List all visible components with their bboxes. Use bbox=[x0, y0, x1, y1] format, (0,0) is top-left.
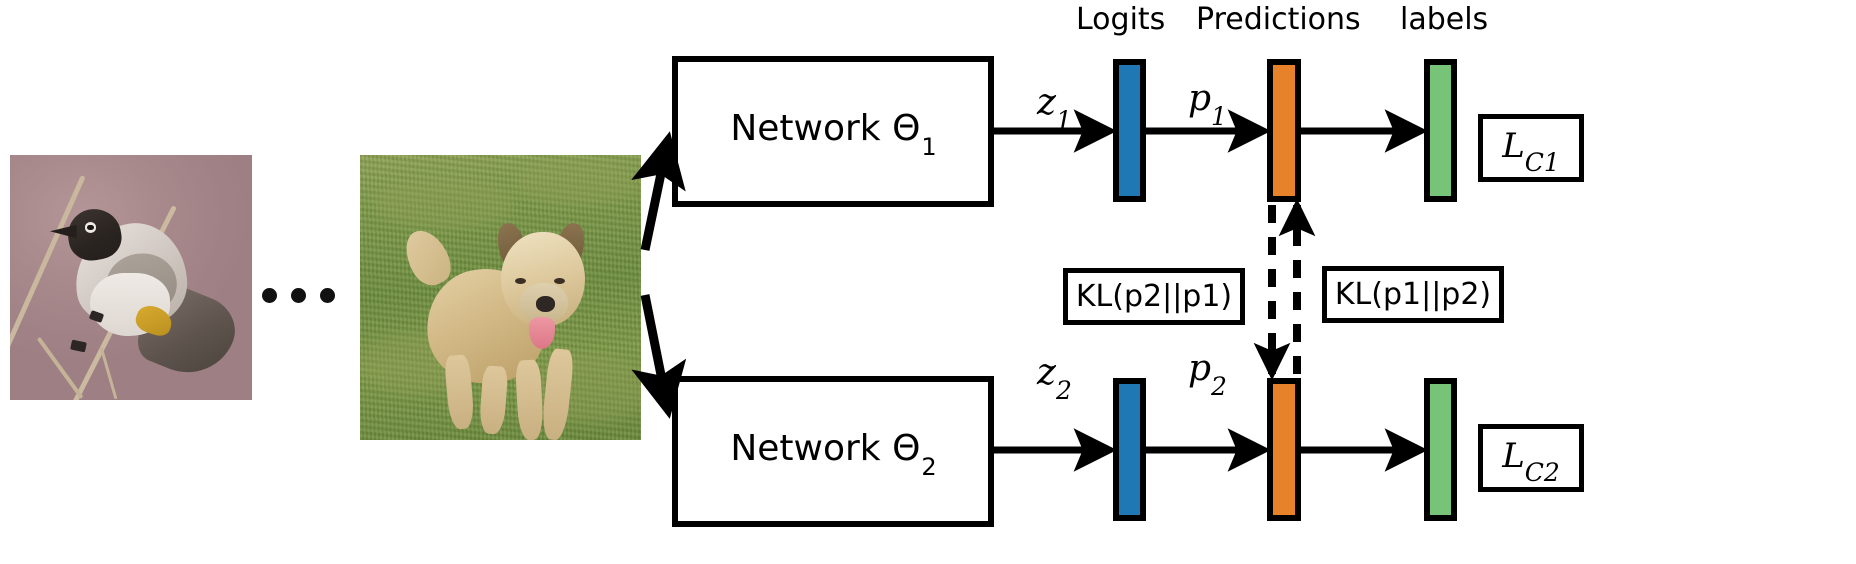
predictions-bar-1 bbox=[1267, 59, 1301, 202]
prediction-label-2: p2 bbox=[1188, 348, 1227, 402]
loss-box-2-label: LC2 bbox=[1502, 435, 1560, 488]
ellipsis-icon bbox=[262, 288, 335, 303]
kl-dashed-arrows bbox=[1253, 198, 1316, 381]
logit-label-2: z2 bbox=[1037, 352, 1072, 406]
network-box-1[interactable]: Network Θ1 bbox=[672, 56, 994, 207]
loss-box-2: LC2 bbox=[1478, 424, 1584, 492]
logits-bar-2 bbox=[1113, 378, 1146, 521]
loss-box-1-label: LC1 bbox=[1502, 125, 1560, 178]
kl-box-left: KL(p2||p1) bbox=[1063, 268, 1245, 325]
kl-box-left-label: KL(p2||p1) bbox=[1075, 279, 1233, 314]
network-box-2-label: Network Θ2 bbox=[730, 428, 937, 481]
prediction-label-1: p1 bbox=[1188, 78, 1227, 132]
logits-bar-1 bbox=[1113, 59, 1146, 202]
column-header-logits: Logits bbox=[1076, 2, 1166, 37]
network-box-2[interactable]: Network Θ2 bbox=[672, 376, 994, 527]
predictions-bar-2 bbox=[1267, 378, 1301, 521]
kl-box-right-label: KL(p1||p2) bbox=[1334, 277, 1492, 312]
logit-label-1: z1 bbox=[1037, 82, 1072, 136]
kl-box-right: KL(p1||p2) bbox=[1322, 266, 1504, 323]
column-header-labels: labels bbox=[1400, 2, 1489, 37]
loss-box-1: LC1 bbox=[1478, 114, 1584, 182]
input-to-network-arrows bbox=[631, 131, 687, 419]
bird-image bbox=[10, 155, 252, 400]
labels-bar-2 bbox=[1424, 378, 1457, 521]
dog-image bbox=[360, 155, 641, 440]
labels-bar-1 bbox=[1424, 59, 1457, 202]
column-header-predictions: Predictions bbox=[1196, 2, 1361, 37]
network-box-1-label: Network Θ1 bbox=[730, 108, 937, 161]
